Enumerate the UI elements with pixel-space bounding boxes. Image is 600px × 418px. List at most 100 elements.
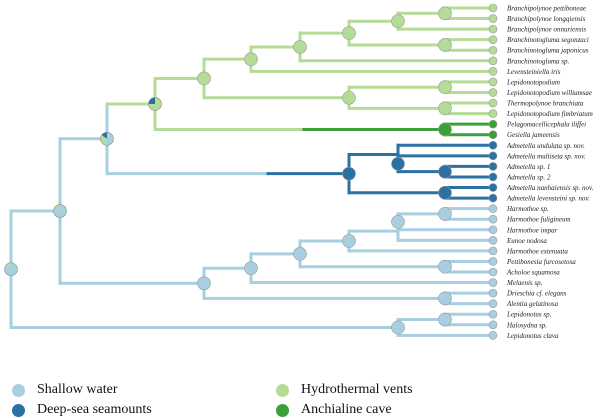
tip-label: Admetella multiseta sp. nov.	[506, 152, 586, 160]
tree-nodes	[4, 3, 498, 340]
ancestral-state-pie	[148, 97, 162, 111]
tip-label: Admetella nanhaiensis sp. nov.	[506, 184, 594, 192]
tip-node	[488, 288, 498, 298]
tip-node	[488, 14, 498, 23]
tip-label: Branchinotogluma japonicus	[507, 47, 589, 55]
tip-labels: Branchipolynoe pettiboneaeBranchipolynoe…	[506, 5, 594, 340]
ancestral-node	[438, 80, 452, 94]
legend: Shallow water Deep-sea seamounts Hydroth…	[0, 378, 600, 418]
tip-node	[488, 140, 498, 150]
tip-label: Lepidonotopodium fimbriatum	[506, 110, 593, 118]
tip-node	[488, 257, 498, 266]
tip-label: Admetella sp. 1	[506, 163, 550, 171]
pie-slice	[148, 97, 155, 104]
legend-label: Shallow water	[37, 382, 118, 397]
tip-label: Admetella undulata sp. nov.	[506, 142, 585, 150]
legend-item-hydro: Hydrothermal vents	[276, 382, 413, 398]
ancestral-node	[244, 261, 258, 276]
tip-node	[488, 267, 498, 277]
ancestral-node	[438, 122, 452, 137]
tip-node	[488, 45, 498, 55]
pie-slice	[148, 97, 162, 111]
ancestral-node	[438, 259, 452, 274]
pie-outline	[148, 97, 162, 111]
tip-label: Pelagomacellicephala iliffei	[506, 121, 586, 129]
pie-slice	[100, 134, 107, 145]
tip-label: Harmothoe impar	[506, 226, 558, 234]
tip-node	[488, 246, 498, 256]
ancestral-node	[244, 52, 258, 66]
tip-label: Branchinotogluma segonzaci	[507, 36, 589, 44]
pie-slice	[7, 262, 11, 270]
tip-label: Alentia gelatinosa	[506, 300, 559, 308]
tip-label: Branchipolynoe onnuriensis	[507, 26, 586, 34]
legend-item-shallow: Shallow water	[12, 382, 117, 398]
shallow-water-swatch	[12, 383, 25, 397]
tip-label: Thermopolynoe branchiata	[507, 100, 584, 108]
ancestral-node	[342, 26, 356, 40]
tip-node	[488, 309, 498, 319]
tip-node	[488, 98, 498, 108]
tip-label: Pettibonesia furcosetosa	[506, 258, 576, 266]
tip-label: Eunoe nodosa	[506, 237, 547, 245]
tip-node	[488, 24, 498, 34]
tip-node	[488, 35, 498, 44]
ancestral-node	[391, 215, 405, 229]
ancestral-node	[438, 312, 452, 327]
tip-label: Melaenis sp.	[506, 279, 543, 287]
ancestral-state-pie	[53, 204, 67, 218]
ancestral-state-pie	[4, 262, 18, 277]
tip-node	[488, 278, 498, 287]
legend-item-cave: Anchialine cave	[276, 402, 392, 418]
pie-slice	[53, 204, 67, 218]
tip-label: Branchipolynoe longqiensis	[507, 15, 586, 23]
pie-outline	[53, 204, 67, 218]
legend-label: Deep-sea seamounts	[37, 402, 152, 417]
tip-node	[488, 77, 498, 87]
tip-node	[488, 204, 498, 213]
ancestral-node	[438, 207, 452, 221]
ancestral-node	[438, 186, 452, 200]
tip-node	[488, 236, 498, 245]
tip-node	[488, 162, 498, 171]
pie-slice	[104, 132, 114, 146]
tip-label: Harmothoe fuligineum	[506, 216, 571, 224]
ancestral-node	[438, 38, 452, 52]
tip-node	[488, 151, 498, 161]
anchialine-swatch	[276, 403, 289, 417]
tip-label: Halosydna sp.	[506, 321, 547, 329]
tip-node	[488, 214, 498, 224]
ancestral-node	[438, 164, 452, 179]
tip-label: Lepidonotus clava	[506, 332, 559, 340]
ancestral-node	[342, 234, 356, 248]
ancestral-node	[391, 14, 405, 29]
tip-node	[488, 119, 498, 129]
ancestral-node	[438, 6, 452, 21]
tip-node	[488, 130, 498, 140]
tip-node	[488, 67, 498, 76]
tip-node	[488, 299, 498, 308]
ancestral-node	[293, 247, 307, 261]
tip-node	[488, 331, 498, 340]
tip-node	[488, 183, 498, 192]
tip-label: Harmothoe extenuata	[506, 247, 568, 255]
pie-outline	[4, 262, 18, 277]
tip-node	[488, 225, 498, 235]
tip-label: Acholoe squamosa	[506, 269, 560, 277]
pie-slice	[4, 262, 18, 276]
ancestral-node	[197, 276, 211, 291]
tip-label: Gesiella jameensis	[507, 131, 560, 139]
legend-label: Anchialine cave	[301, 402, 392, 417]
tip-node	[488, 56, 498, 66]
tip-node	[488, 172, 498, 182]
tip-label: Admetella sp. 2	[506, 173, 551, 181]
ancestral-node	[391, 156, 405, 171]
tip-node	[488, 109, 498, 118]
tip-node	[488, 3, 498, 13]
ancestral-node	[438, 291, 452, 306]
tip-node	[488, 88, 498, 97]
ancestral-node	[197, 71, 211, 86]
ancestral-node	[293, 40, 307, 54]
deep-sea-swatch	[12, 403, 25, 417]
tip-label: Lepidonotus sp.	[506, 311, 552, 319]
